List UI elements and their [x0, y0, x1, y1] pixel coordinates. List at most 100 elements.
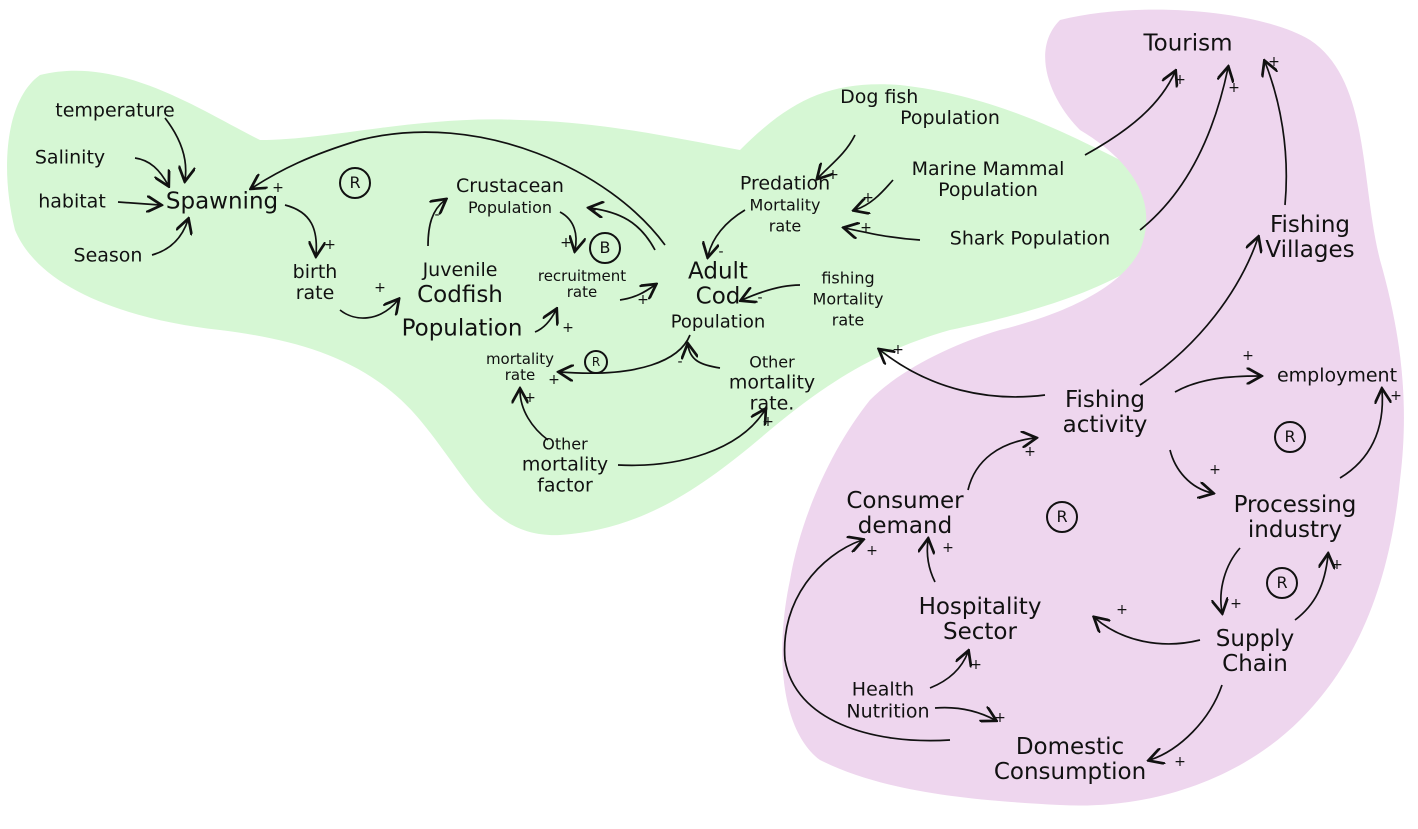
edge-shark-predation: [845, 228, 921, 241]
node-supply-chain-line-1: Supply: [1215, 626, 1295, 652]
node-other-rate-line-3: rate.: [749, 392, 795, 415]
node-mortality-rate: mortality rate: [486, 351, 554, 383]
sign-plus: +: [1230, 596, 1242, 612]
sign-plus: +: [827, 167, 839, 183]
node-predation-line-1: Predation: [739, 172, 831, 195]
edge-spawning-birth: [284, 204, 316, 255]
edge-birth-juvenile: [339, 300, 398, 319]
edge-domestic-demand: [783, 540, 951, 742]
node-other-factor-line-3: factor: [537, 474, 593, 497]
sign-plus: +: [1116, 602, 1128, 618]
node-dogfish: Dog fish Population: [840, 87, 1000, 129]
node-domestic-line-2: Consumption: [993, 759, 1147, 785]
edge-processing-employment: [1339, 390, 1382, 479]
edge-mammal-tourism: [1084, 72, 1175, 156]
node-fishing-mortality: fishing Mortality rate: [813, 268, 884, 331]
edge-supply-hospitality: [1095, 618, 1201, 645]
node-consumer-demand: Consumer demand: [846, 489, 963, 539]
sign-plus: +: [272, 180, 284, 196]
edge-juvenile-crustacean: [427, 200, 445, 247]
sign-plus: +: [942, 540, 954, 556]
node-fishing-activity: Fishing activity: [1063, 388, 1148, 438]
edge-villages-tourism: [1265, 62, 1288, 206]
node-adult-cod-line-2: Cod: [695, 283, 741, 310]
edge-juvenile-recruitment: [534, 310, 556, 333]
edge-activity-employment: [1174, 376, 1260, 393]
node-fishing-mortality-line-1: fishing: [821, 268, 875, 288]
node-supply-chain: Supply Chain: [1216, 627, 1294, 677]
sign-plus: +: [1228, 80, 1240, 96]
node-consumer-demand-line-1: Consumer: [846, 488, 964, 514]
node-fishing-villages-line-2: Villages: [1265, 237, 1355, 263]
sign-plus: +: [548, 372, 560, 388]
node-crustacean: Crustacean Population: [456, 176, 564, 218]
node-dogfish-line-1: Dog fish: [840, 86, 919, 108]
sign-plus: +: [860, 220, 872, 236]
node-juvenile-line-1: Juvenile: [422, 259, 498, 281]
node-mortality-rate-line-2: rate: [504, 366, 536, 384]
node-marine-mammal: Marine Mammal Population: [912, 159, 1065, 201]
node-domestic-consumption: Domestic Consumption: [994, 735, 1146, 785]
node-fishing-villages-line-1: Fishing: [1269, 212, 1351, 238]
node-fishing-mortality-line-3: rate: [831, 310, 865, 330]
node-other-rate-line-1: Other: [749, 352, 795, 372]
node-predation-line-3: rate: [768, 216, 802, 236]
sign-plus: +: [562, 320, 574, 336]
edge-predation-adult: [708, 209, 746, 256]
node-consumer-demand-line-2: demand: [857, 513, 953, 539]
node-recruitment-line-2: rate: [566, 283, 598, 301]
edge-nutrition-domestic: [934, 708, 995, 720]
sign-plus: +: [762, 414, 774, 430]
node-crustacean-line-1: Crustacean: [456, 175, 564, 197]
sign-plus: +: [892, 342, 904, 358]
edge-season-spawning: [151, 220, 188, 256]
sign-plus: +: [1242, 348, 1254, 364]
edge-recruitment-adult: [619, 285, 655, 301]
edge-mammal-predation: [855, 179, 894, 210]
node-salinity: Salinity: [34, 146, 106, 169]
edge-health-hospitality: [929, 652, 968, 689]
node-fishing-mortality-line-2: Mortality: [812, 289, 884, 309]
node-other-factor: Other mortality factor: [522, 434, 608, 497]
node-other-factor-line-1: Other: [542, 434, 588, 454]
edge-processing-supply: [1221, 547, 1241, 612]
node-processing-line-2: industry: [1247, 517, 1343, 543]
edge-activity-villages: [1139, 238, 1258, 386]
node-juvenile: Juvenile Codfish: [417, 258, 503, 308]
sign-minus: -: [757, 290, 763, 306]
sign-plus: +: [637, 292, 649, 308]
sign-plus: +: [862, 190, 874, 206]
sign-plus: +: [970, 657, 982, 673]
node-predation-line-2: Mortality: [749, 195, 821, 215]
edge-hospitality-demand: [927, 540, 935, 583]
edge-fishmort-adult: [742, 284, 801, 300]
edge-activity-processing: [1169, 449, 1212, 493]
loop-marker-r2: R: [584, 350, 608, 374]
edge-supply-processing: [1294, 555, 1328, 621]
economy-region: [782, 9, 1404, 806]
sign-plus: +: [1390, 388, 1402, 404]
edge-salinity-spawning: [134, 157, 168, 185]
node-adult-cod: Adult Cod Population: [671, 259, 766, 335]
node-spawning: Spawning: [165, 188, 279, 215]
sign-minus: -: [677, 354, 683, 370]
edge-temperature-spawning: [164, 117, 186, 180]
sign-plus: +: [1209, 462, 1221, 478]
sign-plus: +: [324, 237, 336, 253]
sign-plus: +: [866, 543, 878, 559]
node-season: Season: [73, 244, 143, 267]
edge-habitat-spawning: [117, 202, 160, 205]
node-domestic-line-1: Domestic: [1015, 734, 1125, 760]
edge-dogfish-predation: [818, 134, 856, 178]
sign-minus: -: [718, 244, 724, 260]
edge-shark-tourism: [1139, 68, 1228, 231]
node-fishing-activity-line-1: Fishing: [1064, 387, 1146, 413]
loop-marker-r3: R: [1274, 421, 1306, 453]
edge-other-rate-adult: [688, 345, 721, 369]
node-nutrition: Nutrition: [846, 700, 930, 723]
ecology-region: [7, 70, 1152, 536]
node-crustacean-line-2: Population: [467, 198, 553, 217]
sign-plus: +: [1174, 754, 1186, 770]
sign-plus: +: [374, 280, 386, 296]
